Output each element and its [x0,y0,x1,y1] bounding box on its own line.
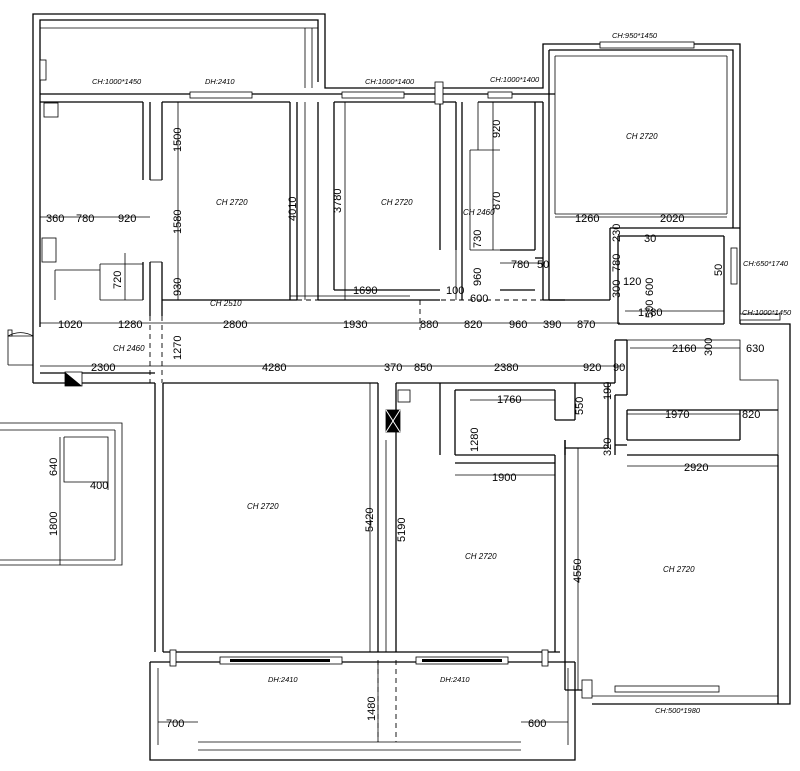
room-labels: CH 2720 CH 2720 CH 2720 CH 2720 CH 2720 … [113,132,695,574]
dim-1900: 1900 [492,472,516,484]
dim-850: 850 [414,362,432,374]
dim-1930: 1930 [343,319,367,331]
dim-2020: 2020 [660,213,684,225]
dim-50b: 50 [713,264,725,276]
room-label-dining: CH 2720 [465,552,497,561]
dim-2920: 2920 [684,462,708,474]
dim-720: 720 [112,271,124,289]
dim-230: 230 [611,224,623,242]
windows [39,41,781,699]
dim-870a: 870 [491,192,503,210]
dim-300b: 300 [703,338,715,356]
dim-5190: 5190 [396,518,408,542]
dim-870b: 870 [577,319,595,331]
dim-1690: 1690 [353,285,377,297]
window-label-right-side: CH:650*1740 [743,259,789,268]
window-label-right-upper: CH:1000*1450 [742,308,792,317]
dim-400: 400 [90,480,108,492]
window-label-bottom-right: CH:500*1980 [655,706,701,715]
dim-630: 630 [746,343,764,355]
dim-120: 120 [623,276,641,288]
window-label-top-small: CH:1000*1400 [490,75,540,84]
dim-920a: 920 [118,213,136,225]
dim-1020: 1020 [58,319,82,331]
dim-780c: 780 [611,254,623,272]
window-labels: CH:1000*1450 DH:2410 CH:1000*1400 CH:100… [92,31,792,715]
dimension-lines [40,102,778,742]
dim-700: 700 [166,718,184,730]
dim-1500: 1500 [172,128,184,152]
interior-walls [0,102,779,652]
exterior-walls [7,13,791,761]
dimension-text-horizontal: 360 780 920 1690 100 600 780 50 1260 202… [46,213,764,730]
dim-3780: 3780 [332,189,344,213]
dim-640: 640 [48,458,60,476]
dimension-text-vertical: 1500 1580 930 4010 3780 720 920 870 730 … [48,120,725,721]
dim-730: 730 [472,230,484,248]
dim-820a: 820 [464,319,482,331]
window-label-bottom-left: DH:2410 [268,675,298,684]
window-label-bottom-mid: DH:2410 [440,675,470,684]
room-label-right-lower: CH 2720 [663,565,695,574]
dim-600b: 600 [644,278,656,296]
dim-960b: 960 [509,319,527,331]
dim-30: 30 [644,233,656,245]
dim-2160: 2160 [672,343,696,355]
dim-370: 370 [384,362,402,374]
dim-190: 190 [602,382,614,400]
dim-1580: 1580 [172,210,184,234]
room-label-bedroom1: CH 2720 [216,198,248,207]
room-label-master: CH 2720 [626,132,658,141]
dim-1780: 1780 [638,307,662,319]
dim-780a: 780 [76,213,94,225]
dim-960a: 960 [472,268,484,286]
window-label-top-far-right: CH:950*1450 [612,31,658,40]
dim-90: 90 [613,362,625,374]
dim-550: 550 [574,397,586,415]
entry-door [7,329,34,337]
dim-2380: 2380 [494,362,518,374]
dim-5420: 5420 [364,508,376,532]
dim-4010: 4010 [287,197,299,221]
dim-300: 300 [611,280,623,298]
dim-1280b: 1280 [469,428,481,452]
dim-930: 930 [172,278,184,296]
room-label-hall: CH 2510 [210,299,242,308]
dim-1260: 1260 [575,213,599,225]
dim-100: 100 [446,285,464,297]
symbols [64,371,411,433]
dim-820b: 820 [742,409,760,421]
window-label-top-left: CH:1000*1450 [92,77,142,86]
room-label-bedroom2: CH 2720 [381,198,413,207]
dim-780b: 780 [511,259,529,271]
dim-4550: 4550 [572,559,584,583]
dim-600c: 600 [528,718,546,730]
dim-4280: 4280 [262,362,286,374]
room-label-closet: CH 2460 [463,208,495,217]
dim-500: 500 [644,300,656,318]
dim-1760: 1760 [497,394,521,406]
dim-50a: 50 [537,259,549,271]
dim-360: 360 [46,213,64,225]
dim-1280a: 1280 [118,319,142,331]
room-label-corridor: CH 2460 [113,344,145,353]
dim-2300: 2300 [91,362,115,374]
dim-1800: 1800 [48,512,60,536]
dim-920c: 920 [583,362,601,374]
dim-320: 320 [602,438,614,456]
dim-920b: 920 [491,120,503,138]
dim-1270: 1270 [172,336,184,360]
dim-880: 880 [420,319,438,331]
dim-2800: 2800 [223,319,247,331]
dim-390: 390 [543,319,561,331]
dim-1480: 1480 [366,697,378,721]
window-label-top-mid: CH:1000*1400 [365,77,415,86]
dim-1970: 1970 [665,409,689,421]
dim-600: 600 [470,293,488,305]
window-label-top-dh: DH:2410 [205,77,235,86]
room-label-living: CH 2720 [247,502,279,511]
